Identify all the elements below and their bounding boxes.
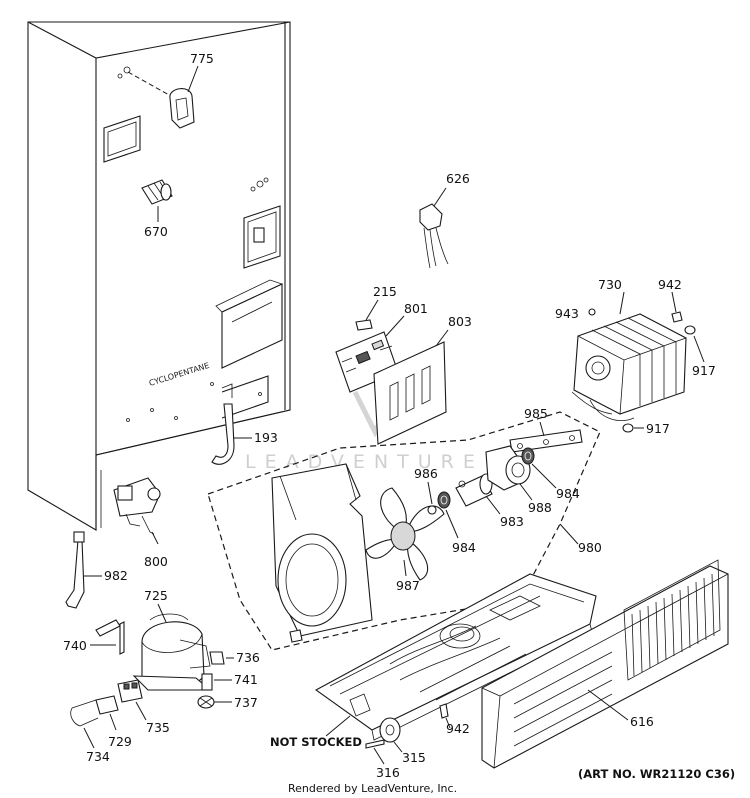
watermark-text: LEADVENTURE — [245, 451, 484, 473]
label-988: 988 — [528, 500, 552, 515]
part-775-bracket: 775 — [127, 51, 214, 129]
part-736-clip: 736 — [209, 650, 260, 665]
label-775: 775 — [190, 51, 214, 66]
label-670: 670 — [144, 224, 168, 239]
label-980: 980 — [578, 540, 602, 555]
label-982: 982 — [104, 568, 128, 583]
label-729: 729 — [108, 734, 132, 749]
part-986-nut: 986 — [414, 466, 438, 515]
part-737-bushing: 737 — [197, 695, 258, 710]
part-942-screw-bottom: 942 — [439, 703, 470, 736]
part-base-pan: NOT STOCKED — [270, 573, 597, 749]
label-943: 943 — [555, 306, 579, 321]
label-986: 986 — [414, 466, 438, 481]
part-735-relay: 735 — [117, 679, 170, 735]
label-616: 616 — [630, 714, 654, 729]
part-670-fitting: 670 — [141, 179, 173, 239]
part-983-motor: 983 — [455, 473, 524, 529]
label-800: 800 — [144, 554, 168, 569]
label-740: 740 — [63, 638, 87, 653]
label-917-top: 917 — [692, 363, 716, 378]
credit-text: Rendered by LeadVenture, Inc. — [288, 782, 457, 795]
label-315: 315 — [402, 750, 426, 765]
part-803-cover: 803 — [373, 314, 472, 445]
part-943-screw: 943 — [555, 306, 596, 321]
part-917-grommet-top: 917 — [684, 325, 716, 378]
label-984-right: 984 — [556, 486, 580, 501]
part-193-drain-tube: 193 — [211, 403, 278, 465]
label-942-top: 942 — [658, 277, 682, 292]
part-985-bracket: 985 — [509, 406, 583, 453]
part-616-grille: 616 — [481, 559, 729, 769]
part-316-pin: 316 — [365, 739, 400, 780]
label-983: 983 — [500, 514, 524, 529]
part-740-drier: 740 — [63, 619, 125, 655]
cabinet-stamp: CYCLOPENTANE — [148, 361, 210, 388]
label-942-bottom: 942 — [446, 721, 470, 736]
label-193: 193 — [254, 430, 278, 445]
label-215: 215 — [373, 284, 397, 299]
part-626-harness: 626 — [419, 171, 470, 269]
label-803: 803 — [448, 314, 472, 329]
label-626: 626 — [446, 171, 470, 186]
label-984-left: 984 — [452, 540, 476, 555]
label-987: 987 — [396, 578, 420, 593]
label-985: 985 — [524, 406, 548, 421]
watermark: LEADVENTURE — [245, 390, 484, 473]
label-917-bottom: 917 — [646, 421, 670, 436]
fan-assembly-group: 980 — [207, 411, 602, 651]
part-729-cover: 729 — [95, 695, 132, 749]
label-734: 734 — [86, 749, 110, 764]
part-984-grommet-right: 984 — [521, 447, 580, 501]
part-982-tube: 982 — [65, 531, 128, 609]
not-stocked-note: NOT STOCKED — [270, 735, 362, 749]
part-215-screw: 215 — [355, 284, 397, 331]
part-987-fan-blade: 987 — [365, 487, 445, 593]
part-942-nut: 942 — [658, 277, 683, 323]
label-741: 741 — [234, 672, 258, 687]
label-735: 735 — [146, 720, 170, 735]
label-737: 737 — [234, 695, 258, 710]
part-984-grommet-left: 984 — [437, 491, 476, 555]
part-730-condenser: 730 — [571, 277, 687, 421]
part-725-compressor: 725 — [132, 588, 212, 691]
label-316: 316 — [376, 765, 400, 780]
label-801: 801 — [404, 301, 428, 316]
part-fan-shroud — [271, 463, 373, 643]
part-734-cord: 734 — [70, 699, 110, 764]
label-725: 725 — [144, 588, 168, 603]
part-800-water-valve: 800 — [113, 477, 168, 569]
part-917-grommet-bottom: 917 — [622, 421, 670, 436]
part-988-motor-housing: 988 — [485, 445, 552, 515]
part-315-wheel: 315 — [379, 717, 426, 765]
art-number: (ART NO. WR21120 C36) — [578, 767, 735, 781]
label-730: 730 — [598, 277, 622, 292]
part-741-grommet: 741 — [201, 672, 258, 691]
label-736: 736 — [236, 650, 260, 665]
